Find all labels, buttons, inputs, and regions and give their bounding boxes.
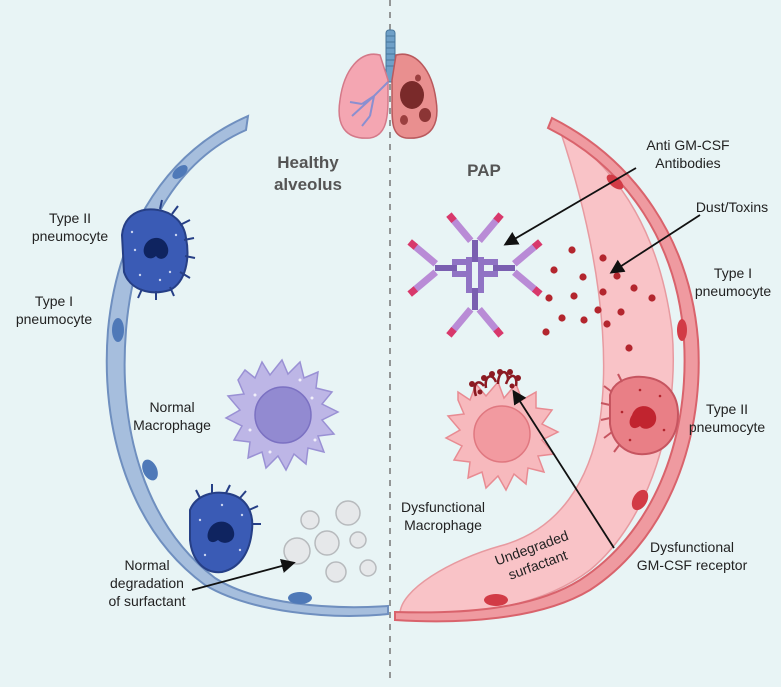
- pap-alveolar-wall: [394, 116, 700, 623]
- dysfunctional-macrophage: [444, 369, 560, 492]
- type2-pneumocyte-healthy: [120, 199, 196, 300]
- arrows: [191, 167, 701, 591]
- arrow-receptor: [512, 389, 615, 549]
- type2-pneumocyte-pap: [600, 373, 680, 456]
- pap-title: PAP: [467, 161, 501, 180]
- arrow-degradation: [191, 559, 296, 591]
- type2-pneumocyte-healthy-bottom: [189, 484, 261, 574]
- lungs-icon: [338, 29, 438, 139]
- dust-particle-icon: [542, 246, 656, 352]
- arrow-antibodies: [503, 167, 637, 246]
- surfactant-vesicle-icon: [283, 500, 377, 583]
- healthy-alveolar-wall: [105, 114, 389, 617]
- dust-toxins-label: Dust/Toxins: [696, 199, 768, 215]
- arrow-dust: [609, 214, 701, 274]
- normal-macrophage: [224, 358, 340, 472]
- antibody-icon: [407, 212, 543, 338]
